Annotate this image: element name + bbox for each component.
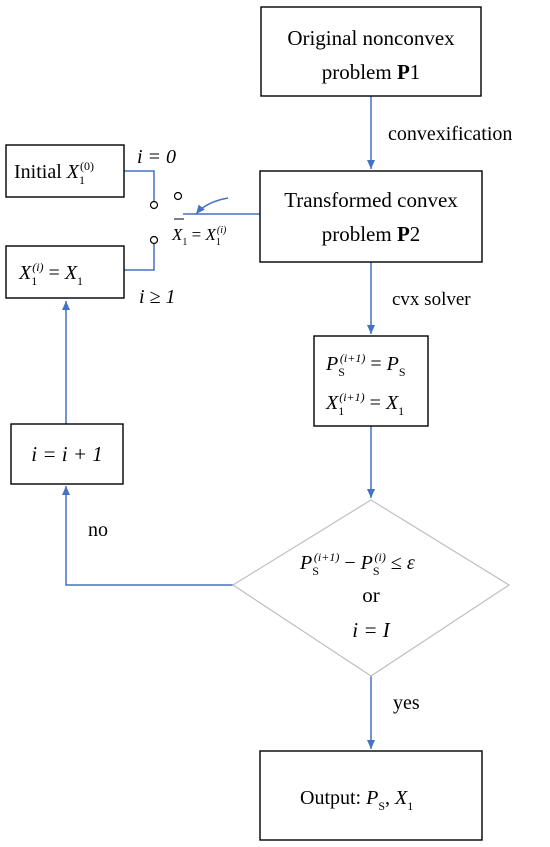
solution-row1: PS(i+1) = PS: [325, 351, 406, 379]
label-convexification: convexification: [388, 123, 512, 145]
switch-lever: [195, 197, 229, 215]
label-no: no: [88, 519, 108, 541]
node-original-problem: Original nonconvex problem P1: [260, 6, 482, 97]
transformed-line1: Transformed convex: [284, 188, 458, 212]
arrow-decision-no-branch: [62, 486, 233, 586]
node-solution: PS(i+1) = PS X1(i+1) = X1: [313, 335, 429, 427]
label-cvx-solver: cvx solver: [392, 289, 471, 310]
decision-line3: i = I: [352, 618, 391, 642]
transformed-line2: problem P2: [322, 222, 421, 246]
update-label: X1(i) = X1: [18, 260, 83, 288]
svg-text:X1 = X1(i): X1 = X1(i): [171, 225, 227, 248]
original-line1: Original nonconvex: [287, 26, 455, 50]
switch-contact-bottom: [149, 235, 159, 245]
initial-label: Initial X1(0): [14, 159, 94, 187]
switch-contact-top: [149, 200, 159, 210]
node-update: X1(i) = X1: [5, 245, 125, 299]
decision-line1: PS(i+1) − PS(i) ≤ ε: [299, 550, 415, 578]
node-decision: PS(i+1) − PS(i) ≤ ε or i = I: [231, 499, 511, 677]
label-switch-assignment: X1 = X1(i): [171, 218, 227, 248]
solution-row2: X1(i+1) = X1: [325, 390, 404, 418]
label-i-geq-one: i ≥ 1: [139, 286, 176, 308]
wire-initial-to-switch: [124, 170, 155, 201]
original-line2: problem P1: [322, 60, 421, 84]
node-initial: Initial X1(0): [5, 144, 125, 198]
wire-update-to-switch: [124, 244, 155, 271]
node-output: Output: PS, X1: [259, 750, 483, 841]
increment-label: i = i + 1: [31, 442, 103, 466]
decision-line2: or: [362, 583, 380, 607]
output-label: Output: PS, X1: [300, 787, 413, 813]
node-increment: i = i + 1: [10, 423, 124, 485]
label-i-zero: i = 0: [137, 146, 176, 168]
switch-contact-pivot: [173, 191, 183, 201]
node-transformed-problem: Transformed convex problem P2: [259, 170, 483, 263]
label-yes: yes: [393, 692, 420, 714]
